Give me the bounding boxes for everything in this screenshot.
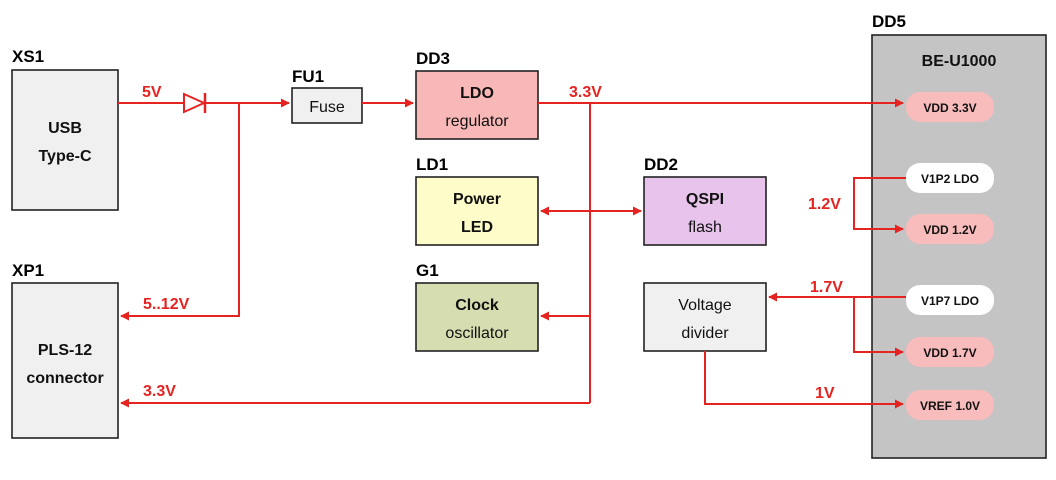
ld1-label-line2: LED — [461, 219, 493, 236]
ld1-ref: LD1 — [416, 155, 448, 174]
net-label-ldo-out: 3.3V — [569, 84, 602, 101]
xs1-block: XS1 USB Type-C — [11, 47, 119, 211]
net-label-1v2: 1.2V — [808, 196, 841, 213]
xs1-box — [11, 69, 119, 211]
g1-label-line2: oscillator — [445, 325, 509, 342]
pin-v1p7 — [906, 285, 994, 315]
xp1-label-line2: connector — [26, 370, 103, 387]
dd2-ref: DD2 — [644, 155, 678, 174]
net-label-xp1-out: 3.3V — [143, 383, 176, 400]
g1-label-line1: Clock — [455, 297, 499, 314]
dd3-ref: DD3 — [416, 49, 450, 68]
dd3-block: DD3 LDO regulator — [415, 49, 539, 140]
divider-label-line2: divider — [681, 325, 729, 342]
pin-vdd17-label: VDD 1.7V — [923, 346, 976, 360]
wire-1v2-loop — [853, 177, 906, 234]
pin-v1p2 — [906, 163, 994, 193]
pin-vref-label: VREF 1.0V — [920, 399, 980, 413]
xs1-label-line1: USB — [48, 120, 82, 137]
xp1-label-line1: PLS-12 — [38, 342, 92, 359]
dd2-block: DD2 QSPI flash — [643, 155, 767, 246]
xp1-box — [11, 282, 119, 439]
wire-5v-to-xp1 — [120, 103, 240, 321]
pin-vref — [906, 390, 994, 420]
divider-label-line1: Voltage — [678, 297, 731, 314]
xp1-block: XP1 PLS-12 connector — [11, 261, 119, 439]
fu1-block: FU1 Fuse — [291, 67, 363, 124]
ld1-label-line1: Power — [453, 191, 501, 208]
pin-v1p7-label: V1P7 LDO — [921, 294, 979, 308]
fu1-ref: FU1 — [292, 67, 324, 86]
net-label-usb-5v: 5V — [142, 84, 162, 101]
wire-1v7-to-vdd17 — [853, 297, 904, 357]
g1-ref: G1 — [416, 261, 439, 280]
xs1-ref: XS1 — [12, 47, 44, 66]
dd5-title: BE-U1000 — [922, 53, 997, 70]
xp1-ref: XP1 — [12, 261, 44, 280]
net-label-1v7: 1.7V — [810, 279, 843, 296]
pin-vdd33-label: VDD 3.3V — [923, 101, 976, 115]
diode-symbol — [183, 92, 207, 114]
dd3-label-line2: regulator — [445, 113, 509, 130]
divider-box — [643, 282, 767, 352]
ld1-block: LD1 Power LED — [415, 155, 539, 246]
dd3-label-line1: LDO — [460, 85, 494, 102]
pin-vdd12-label: VDD 1.2V — [923, 223, 976, 237]
g1-block: G1 Clock oscillator — [415, 261, 539, 352]
dd5-ref: DD5 — [872, 12, 906, 31]
dd2-box — [643, 176, 767, 246]
dd3-box — [415, 70, 539, 140]
dd2-label-line2: flash — [688, 219, 722, 236]
ld1-box — [415, 176, 539, 246]
pin-v1p2-label: V1P2 LDO — [921, 172, 979, 186]
wire-divider-to-vref — [704, 351, 904, 409]
net-label-xp1-in: 5..12V — [143, 296, 190, 313]
dd2-label-line1: QSPI — [686, 191, 724, 208]
net-label-1v: 1V — [815, 385, 835, 402]
pin-vdd17 — [906, 337, 994, 367]
pin-vdd33 — [906, 92, 994, 122]
pin-vdd12 — [906, 214, 994, 244]
g1-box — [415, 282, 539, 352]
fu1-box — [291, 87, 363, 124]
dd5-block: DD5 BE-U1000 VDD 3.3V V1P2 LDO VDD 1.2V … — [871, 12, 1047, 459]
divider-block: Voltage divider — [643, 282, 767, 352]
xs1-label-line2: Type-C — [38, 148, 91, 165]
fu1-label: Fuse — [309, 99, 345, 116]
